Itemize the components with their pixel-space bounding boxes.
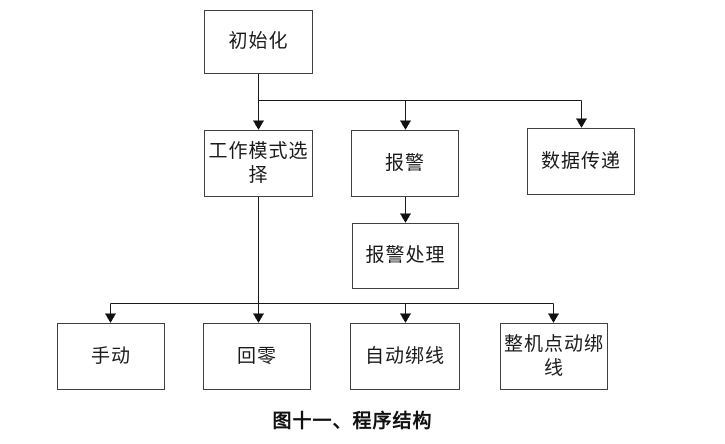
edge-init-to-mode-select — [253, 100, 264, 130]
edge-mode-select-to-manual — [105, 303, 116, 323]
node-auto-binding: 自动绑线 — [350, 323, 460, 390]
edge-init-branch — [258, 74, 582, 101]
node-manual: 手动 — [57, 323, 165, 390]
node-mode-select: 工作模式选择 — [204, 130, 313, 197]
node-init: 初始化 — [204, 10, 313, 74]
arrowhead — [576, 118, 587, 128]
node-data-transfer: 数据传递 — [527, 128, 635, 195]
figure-caption: 图十一、程序结构 — [272, 411, 433, 432]
arrowhead — [253, 120, 264, 130]
arrowhead — [253, 313, 264, 323]
arrowhead — [105, 313, 116, 323]
edge-init-to-data-transfer — [576, 100, 587, 128]
node-return-zero: 回零 — [203, 323, 311, 390]
arrowhead — [400, 213, 411, 223]
edge-init-to-alarm — [400, 100, 411, 130]
arrowhead — [400, 313, 411, 323]
edge-mode-select-branch — [110, 197, 554, 304]
edge-alarm-to-alarm-handling — [400, 197, 411, 223]
node-alarm: 报警 — [351, 130, 459, 197]
node-jog-binding: 整机点动绑线 — [500, 323, 608, 390]
node-alarm-handling: 报警处理 — [352, 223, 459, 289]
edge-mode-select-to-return-zero — [253, 303, 264, 323]
arrowhead — [548, 313, 559, 323]
arrowhead — [400, 120, 411, 130]
edge-mode-select-to-auto-binding — [400, 303, 411, 323]
edge-mode-select-to-jog-binding — [548, 303, 559, 323]
